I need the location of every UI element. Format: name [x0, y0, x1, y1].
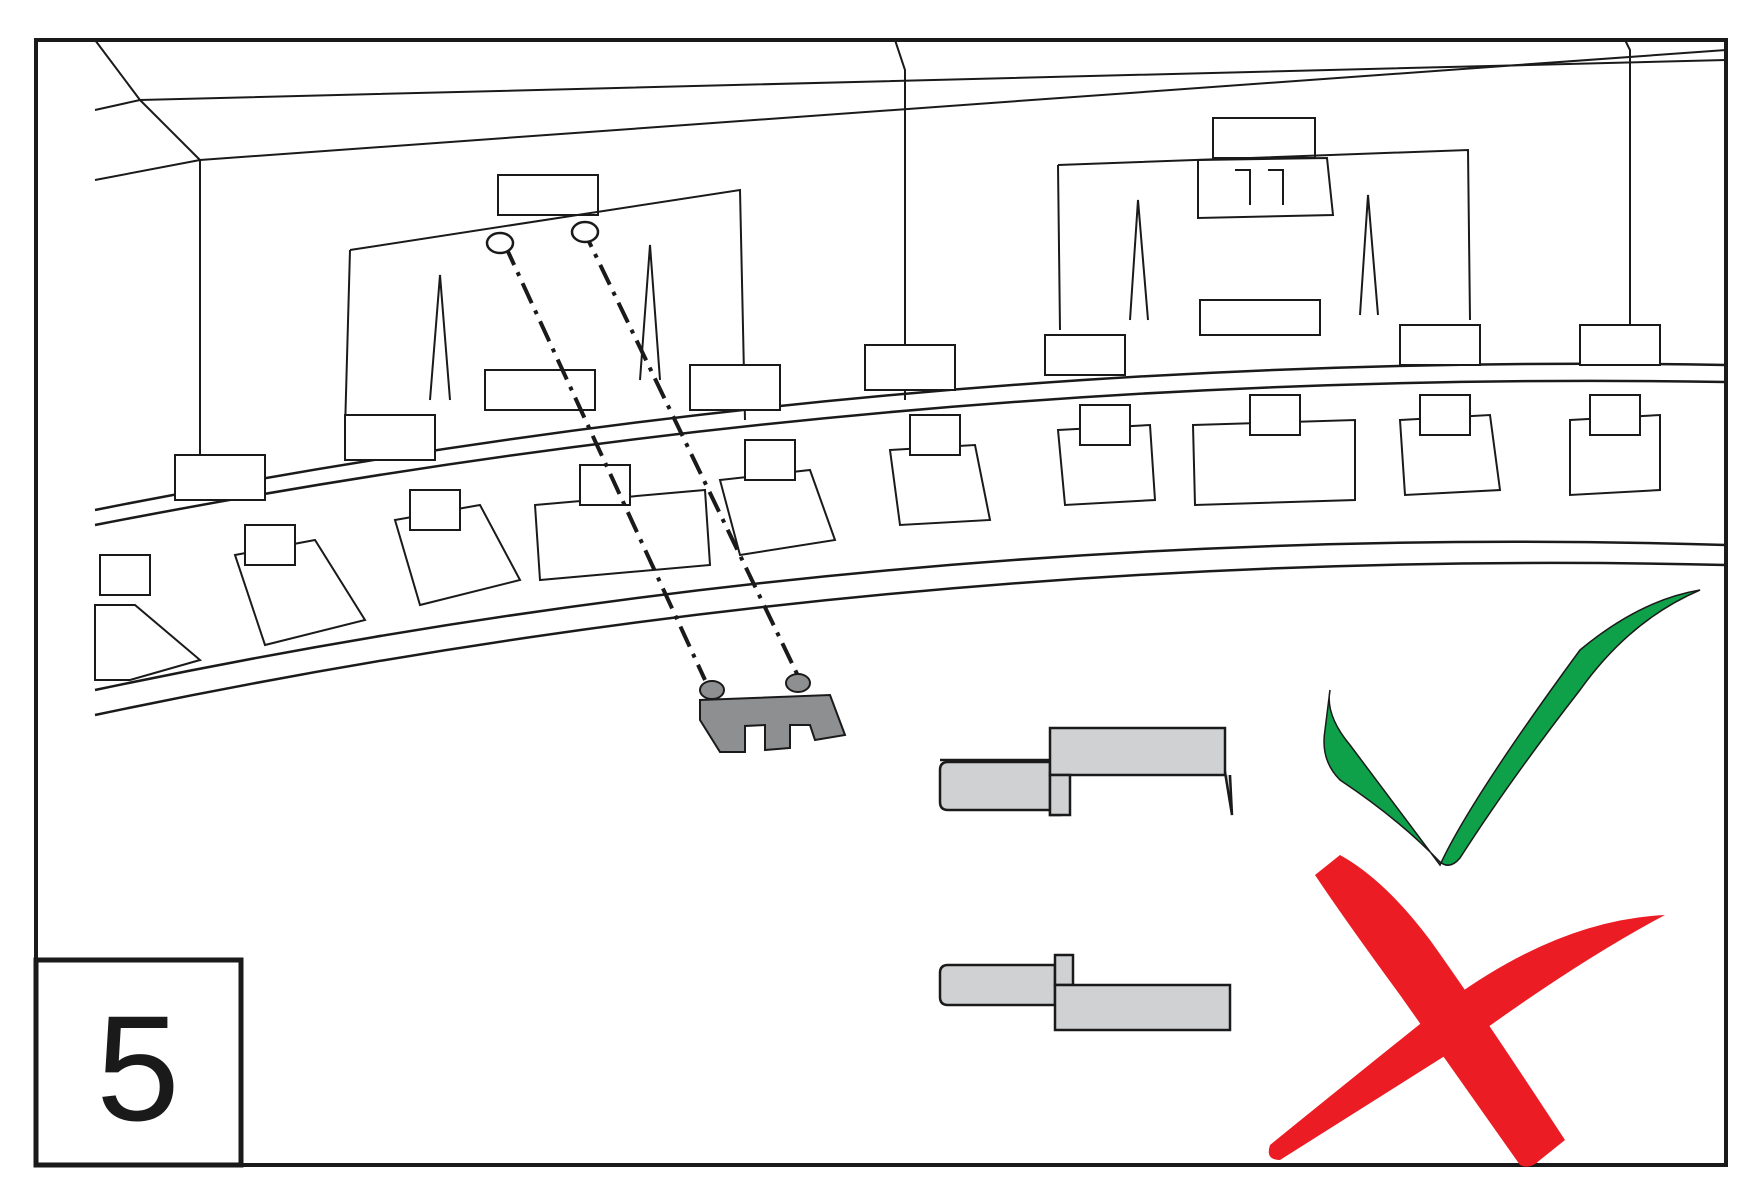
alignment-guides: [503, 226, 802, 681]
pin-incorrect-orientation: [938, 953, 1232, 1032]
mounting-blocks: [94, 324, 1661, 681]
check-mark-icon: [1323, 589, 1701, 867]
mounting-holes: [485, 220, 600, 255]
pin-correct-orientation: [938, 726, 1234, 817]
grey-clip-part: [699, 673, 847, 753]
clip-body: [699, 693, 847, 753]
clip-peg-right: [785, 673, 811, 693]
cross-mark-icon: [1268, 855, 1665, 1167]
clip-peg-left: [699, 680, 725, 700]
step-number: 5: [96, 984, 179, 1152]
housing-outline: [94, 39, 1727, 470]
step-number-box: [33, 957, 244, 1168]
